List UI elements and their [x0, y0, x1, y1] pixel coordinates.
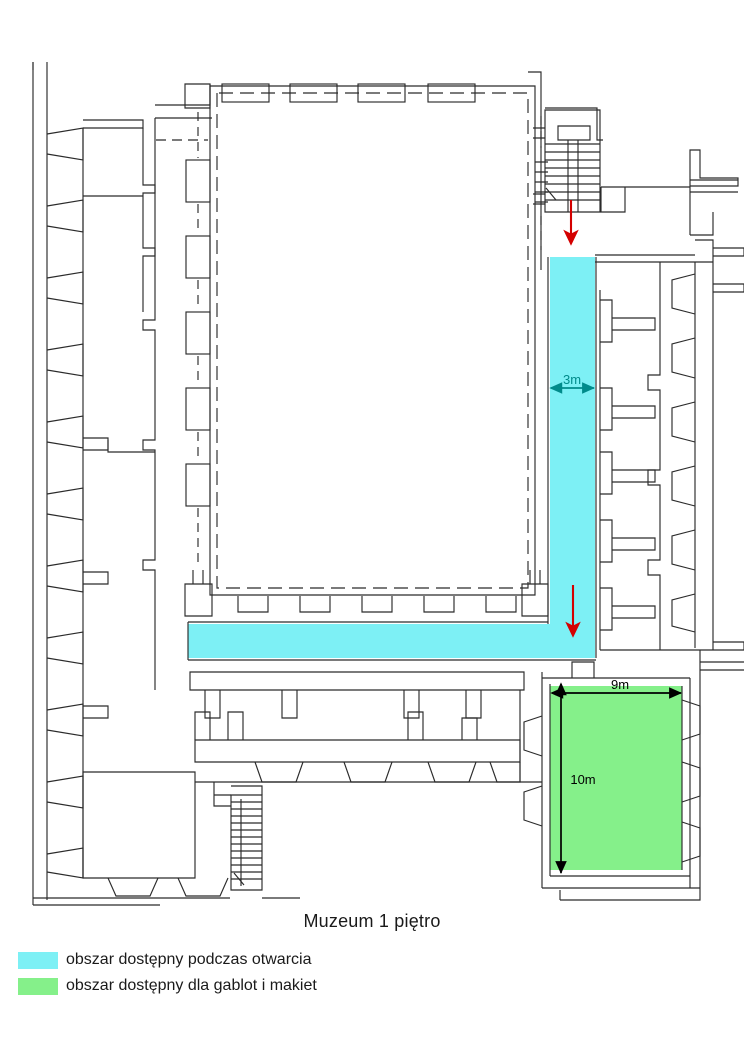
right-wing-small-ext2 [713, 283, 744, 293]
right-upper-room-2 [600, 187, 626, 213]
great-hall-bottom-pilasters [237, 596, 517, 613]
top-right-jamb-b [533, 193, 545, 205]
right-wing-window-recesses [671, 273, 696, 633]
left-wing-center-wall [142, 118, 156, 690]
great-hall-top-pilasters [221, 83, 476, 103]
bottom-right-outer [560, 650, 701, 901]
bottom-block-left-pier [194, 711, 211, 740]
green-display-room [550, 686, 682, 870]
dim-3m-label: 3m [563, 372, 581, 387]
hall-corner-bl [184, 583, 213, 617]
bottom-block-piers [204, 690, 482, 719]
right-upper-stub [690, 179, 738, 193]
stair-block-outer [545, 107, 603, 141]
dim-9m-label: 9m [611, 677, 629, 692]
cyan-horizontal-corridor [188, 624, 595, 658]
left-wing-bottom-room [82, 771, 196, 879]
highlight-areas [188, 257, 682, 870]
right-upper-room [601, 186, 691, 235]
legend-label-display-area: obszar dostępny dla gablot i makiet [66, 977, 317, 994]
bottom-block-mid-piers [227, 711, 478, 740]
hall-corner-tl [184, 83, 211, 109]
right-wing-partitions [600, 299, 656, 631]
bottom-stair-approach [213, 782, 231, 807]
right-wing-corner-a [695, 239, 714, 262]
hall-left-columns [185, 159, 211, 507]
legend-swatch-green [18, 977, 58, 995]
flow-arrows [563, 200, 581, 638]
legend-label-opening-area: obszar dostępny podczas otwarcia [66, 951, 312, 968]
hall-corner-stub-tl [192, 570, 204, 584]
dim-10m-label: 10m [570, 772, 595, 787]
left-wing-doorjamb-a [83, 437, 109, 451]
right-wing-bottom-ext [713, 641, 744, 651]
green-room-window-recesses [681, 699, 701, 863]
green-room-left-recess2 [523, 785, 543, 827]
left-wing-inner-wall-right [142, 128, 156, 312]
bottom-stair-steps [231, 801, 262, 880]
right-wing-center-wall [647, 262, 661, 650]
great-hall-inner-face [216, 92, 529, 589]
staircase-landing [557, 125, 591, 141]
left-wing-doorjamb-c [83, 705, 109, 719]
right-upper-ext [689, 149, 739, 187]
top-horizontal-link2 [155, 84, 211, 106]
left-wing-room-a [83, 119, 144, 129]
left-wing-bottom-room-openings [107, 877, 229, 897]
staircase-enclosure [544, 109, 601, 213]
top-right-wall-b [528, 71, 542, 80]
bottom-block-top-wall [189, 671, 525, 691]
right-wing-small-ext [713, 247, 744, 257]
left-wing-window-recesses [46, 127, 84, 879]
great-hall-outline [209, 85, 536, 596]
top-right-jamb-a [533, 127, 545, 139]
legend-item-opening-area: obszar dostępny podczas otwarcia [18, 948, 498, 972]
hall-corner-stub-br [529, 570, 541, 584]
dimension-lines: 3m 9m 10m [549, 372, 683, 875]
green-room-top-notch [571, 661, 595, 678]
left-wing-doorjamb-b [83, 571, 109, 585]
bottom-block-openings [254, 761, 521, 783]
bottom-block-inner-wall [194, 739, 521, 763]
legend-item-display-area: obszar dostępny dla gablot i makiet [18, 974, 498, 998]
bottom-stair-arrow [233, 872, 245, 886]
legend-swatch-cyan [18, 951, 58, 969]
bottom-right-stub [700, 661, 744, 671]
legend: obszar dostępny podczas otwarcia obszar … [18, 948, 498, 1000]
green-room-left-recess [523, 715, 543, 757]
wall-lines [32, 62, 744, 906]
right-upper-line [690, 212, 714, 236]
page-title: Muzeum 1 piętro [303, 911, 441, 931]
bottom-stair-landing [231, 785, 263, 795]
staircase-steps [545, 140, 600, 212]
staircase-start-mark [545, 187, 557, 201]
left-wing-partition-2 [107, 440, 155, 453]
